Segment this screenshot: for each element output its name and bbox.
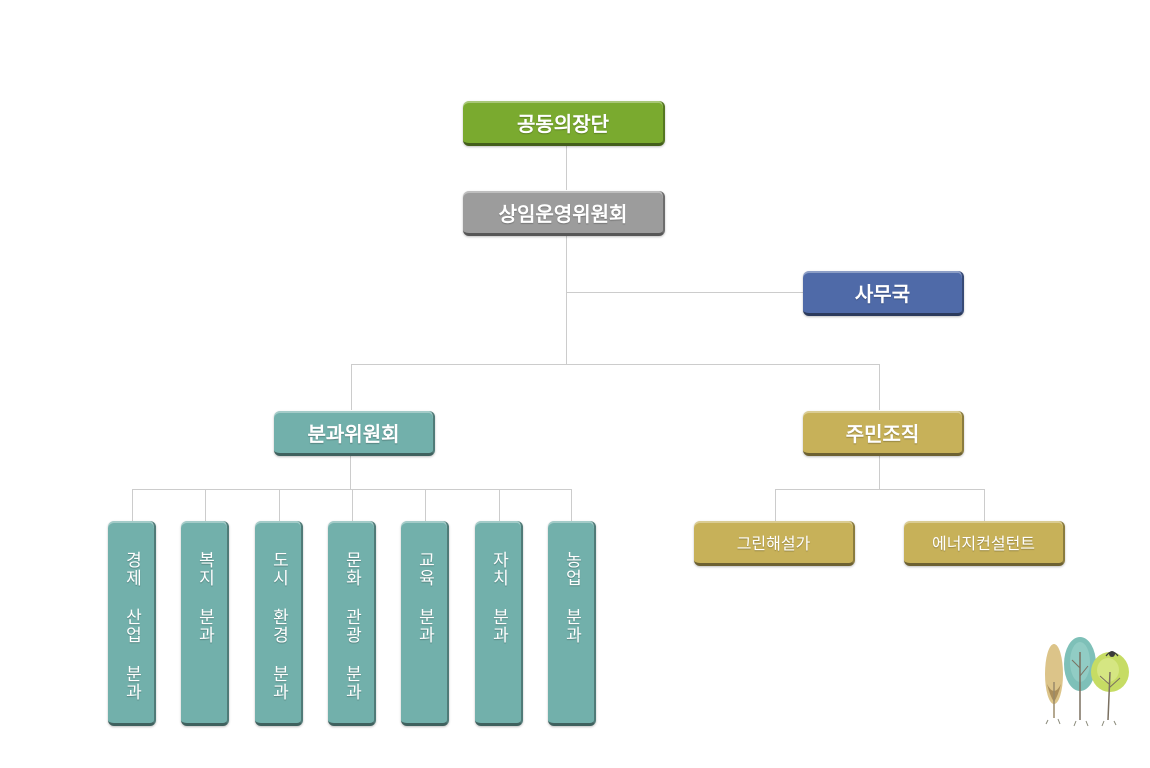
resident-group-label: 그린해설가 <box>736 534 811 553</box>
connector-line <box>499 489 500 521</box>
subcommittee-item: 자치 분과 <box>475 521 523 726</box>
secretariat-node: 사무국 <box>803 271 964 316</box>
steering-committee-label: 상임운영위원회 <box>498 201 628 226</box>
subcommittee-item: 농업 분과 <box>548 521 596 726</box>
connector-line <box>566 146 567 190</box>
connector-line <box>425 489 426 521</box>
steering-committee-node: 상임운영위원회 <box>463 191 665 236</box>
connector-line <box>205 489 206 521</box>
connector-line <box>566 292 803 293</box>
subcommittee-node: 분과위원회 <box>274 411 435 456</box>
subcommittee-item-label: 자치 분과 <box>488 551 509 644</box>
subcommittee-item: 복지 분과 <box>181 521 229 726</box>
secretariat-label: 사무국 <box>854 281 911 306</box>
trees-illustration-icon <box>1045 637 1129 727</box>
resident-org-label: 주민조직 <box>845 421 920 446</box>
subcommittee-item: 경제 산업 분과 <box>108 521 156 726</box>
subcommittee-item-label: 문화 관광 분과 <box>341 551 362 701</box>
subcommittee-item: 문화 관광 분과 <box>328 521 376 726</box>
connector-line <box>566 236 567 364</box>
resident-group-label: 에너지컨설턴트 <box>931 534 1036 553</box>
connector-line <box>352 489 353 521</box>
subcommittee-item-label: 복지 분과 <box>194 551 215 644</box>
resident-group-item: 에너지컨설턴트 <box>904 521 1065 566</box>
connector-line <box>571 489 572 521</box>
connector-line <box>279 489 280 521</box>
subcommittee-item-label: 도시 환경 분과 <box>268 551 289 701</box>
subcommittee-item: 도시 환경 분과 <box>255 521 303 726</box>
connector-line <box>351 364 352 410</box>
connector-line <box>132 489 571 490</box>
resident-group-item: 그린해설가 <box>694 521 855 566</box>
co-chairs-label: 공동의장단 <box>517 111 609 136</box>
subcommittee-label: 분과위원회 <box>307 421 400 446</box>
connector-line <box>132 489 133 521</box>
subcommittee-item-label: 농업 분과 <box>561 551 582 644</box>
connector-line <box>350 456 351 489</box>
subcommittee-item-label: 경제 산업 분과 <box>121 551 142 701</box>
connector-line <box>984 489 985 521</box>
subcommittee-item-label: 교육 분과 <box>414 551 435 644</box>
connector-line <box>351 364 880 365</box>
connector-line <box>775 489 985 490</box>
connector-line <box>775 489 776 521</box>
resident-org-node: 주민조직 <box>803 411 964 456</box>
connector-line <box>879 364 880 410</box>
connector-line <box>879 456 880 489</box>
subcommittee-item: 교육 분과 <box>401 521 449 726</box>
co-chairs-node: 공동의장단 <box>463 101 665 146</box>
